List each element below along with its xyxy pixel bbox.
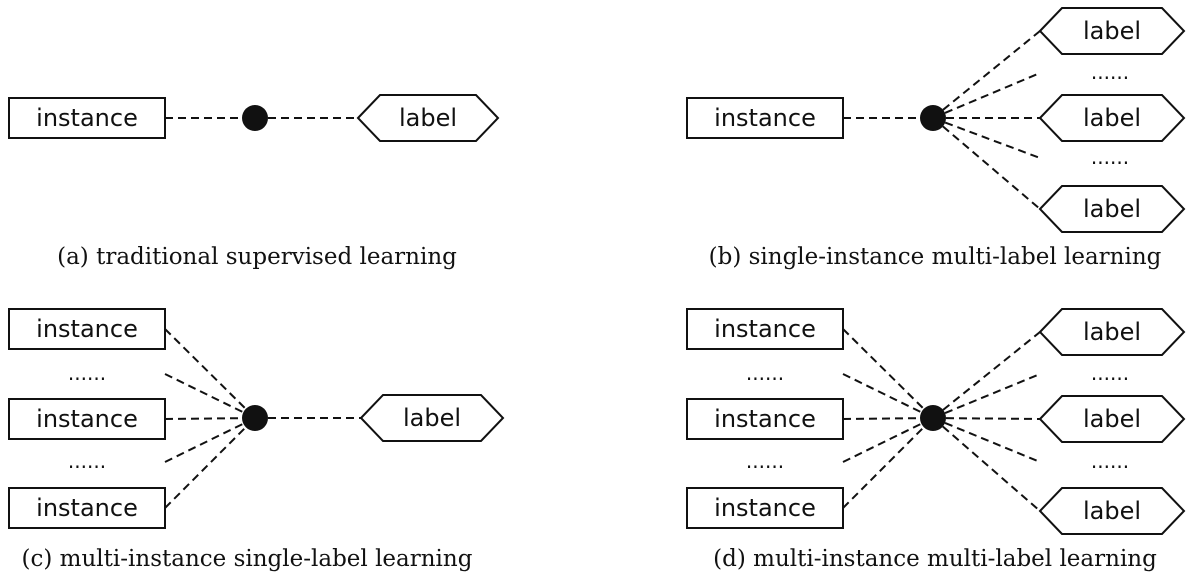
dashed-connector — [842, 328, 934, 419]
instance-box — [686, 97, 844, 139]
caption-panel-a: (a) traditional supervised learning — [57, 244, 457, 270]
dashed-connector — [932, 373, 1041, 419]
instance-label: instance — [36, 315, 138, 343]
dashed-connector — [842, 417, 934, 463]
hub-node — [242, 105, 268, 131]
dashed-connector — [164, 373, 256, 419]
dashed-connector — [164, 417, 256, 509]
label-hexagon — [1038, 94, 1186, 142]
label-hexagon — [1038, 185, 1186, 233]
ellipsis-text: ...... — [68, 361, 106, 385]
dashed-connector — [842, 417, 934, 509]
dashed-connector — [932, 417, 1041, 420]
instance-label: instance — [36, 104, 138, 132]
label-text: label — [1083, 497, 1141, 525]
instance-box — [8, 398, 166, 440]
ellipsis-text: ...... — [746, 361, 784, 385]
dashed-connector — [842, 373, 934, 419]
instance-box — [8, 97, 166, 139]
dashed-connector — [164, 328, 256, 419]
instance-box — [8, 487, 166, 529]
dashed-connector — [932, 331, 1041, 419]
dashed-connector — [932, 417, 1041, 512]
instance-label: instance — [36, 405, 138, 433]
dashed-connector — [932, 30, 1041, 119]
label-hexagon — [359, 394, 505, 442]
hub-node — [920, 405, 946, 431]
ellipsis-text: ...... — [746, 449, 784, 473]
label-hexagon — [1038, 487, 1186, 535]
label-hexagon — [356, 94, 500, 142]
caption-panel-d: (d) multi-instance multi-label learning — [713, 546, 1157, 572]
ellipsis-text: ...... — [1091, 60, 1129, 84]
instance-box — [686, 398, 844, 440]
dashed-connector — [842, 417, 934, 420]
dashed-connector — [932, 72, 1041, 119]
instance-label: instance — [714, 405, 816, 433]
label-text: label — [1083, 17, 1141, 45]
dashed-connector — [164, 417, 256, 420]
ellipsis-text: ...... — [68, 449, 106, 473]
label-text: label — [403, 404, 461, 432]
instance-box — [686, 487, 844, 529]
label-text: label — [1083, 318, 1141, 346]
instance-label: instance — [714, 494, 816, 522]
ellipsis-text: ...... — [1091, 361, 1129, 385]
ellipsis-text: ...... — [1091, 449, 1129, 473]
label-hexagon — [1038, 7, 1186, 55]
dashed-connector — [932, 117, 1041, 159]
ellipsis-text: ...... — [1091, 145, 1129, 169]
label-hexagon — [1038, 308, 1186, 356]
hub-node — [920, 105, 946, 131]
label-text: label — [1083, 195, 1141, 223]
dashed-connector — [932, 117, 1041, 210]
instance-box — [686, 308, 844, 350]
caption-panel-c: (c) multi-instance single-label learning — [21, 546, 473, 572]
dashed-connector — [164, 417, 256, 463]
instance-box — [8, 308, 166, 350]
label-hexagon — [1038, 395, 1186, 443]
label-text: label — [399, 104, 457, 132]
hub-node — [242, 405, 268, 431]
label-text: label — [1083, 405, 1141, 433]
instance-label: instance — [714, 315, 816, 343]
caption-panel-b: (b) single-instance multi-label learning — [708, 244, 1162, 270]
instance-label: instance — [714, 104, 816, 132]
label-text: label — [1083, 104, 1141, 132]
instance-label: instance — [36, 494, 138, 522]
dashed-connector — [932, 417, 1041, 463]
